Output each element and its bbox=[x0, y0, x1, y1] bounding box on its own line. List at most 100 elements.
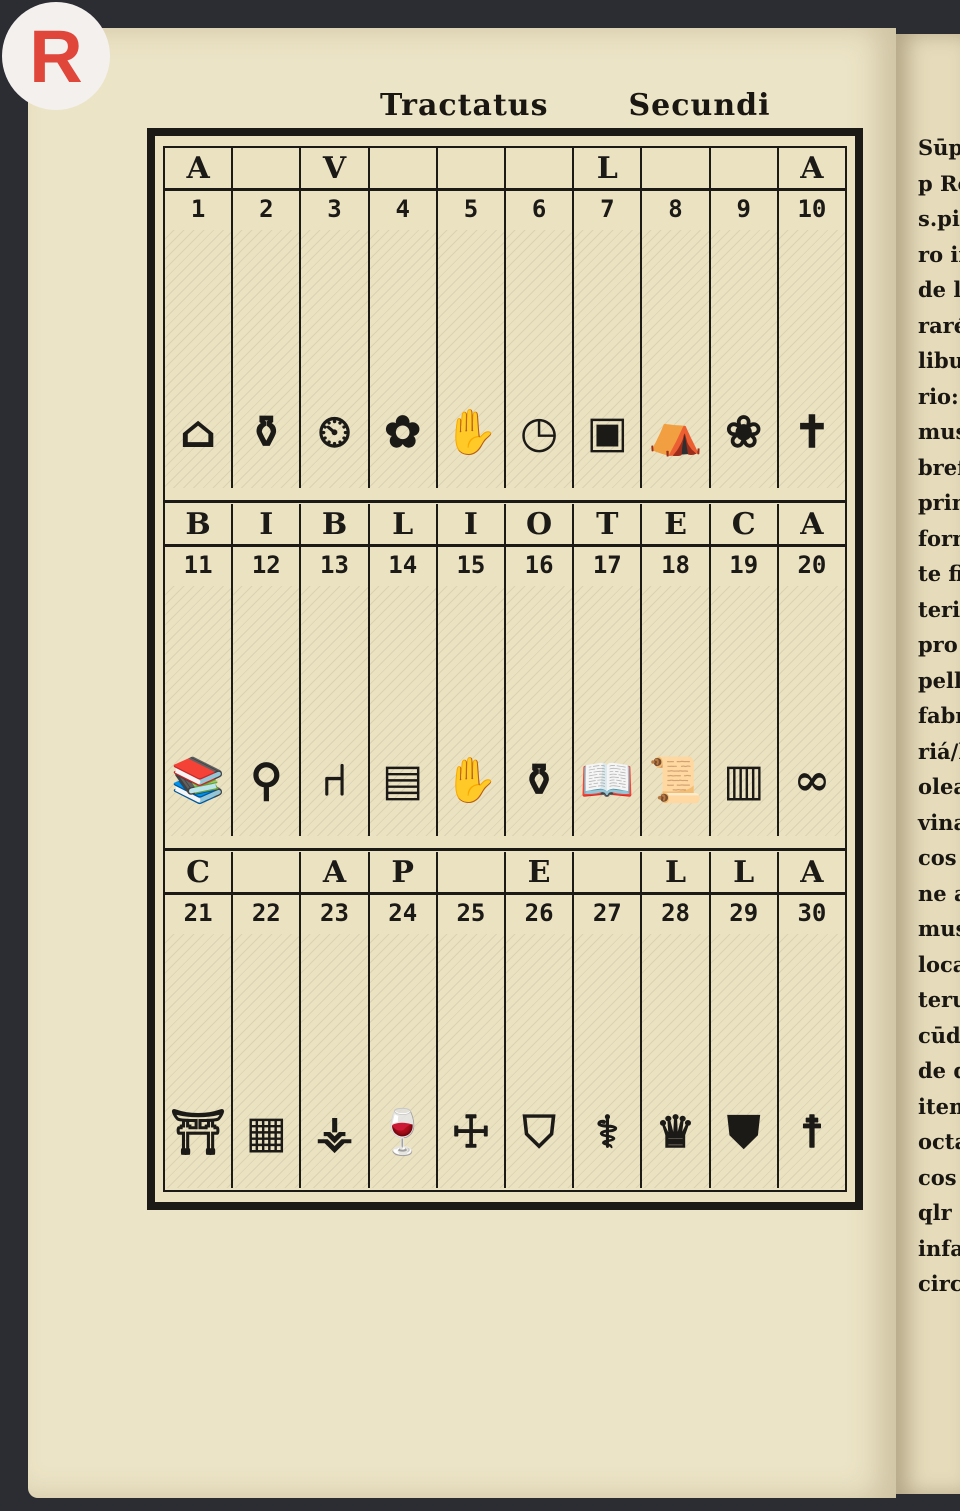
cell-letter: L bbox=[370, 504, 438, 544]
cell-letter: I bbox=[438, 504, 507, 544]
crozier-icon: ⚕ bbox=[574, 934, 643, 1188]
cell-number: 10 bbox=[797, 195, 827, 223]
fruit-basket-icon: ❀ bbox=[710, 230, 779, 488]
text-line: teru bbox=[918, 987, 960, 1012]
cell-letter bbox=[370, 148, 438, 188]
hand-vase-icon: ✋ bbox=[437, 230, 507, 488]
cell-number: 9 bbox=[711, 188, 779, 230]
mitre-icon: ⛉ bbox=[506, 934, 575, 1188]
text-line: cos bbox=[918, 845, 957, 870]
header-word: Tractatus bbox=[380, 88, 549, 123]
cell-number: 19 bbox=[711, 544, 779, 586]
cell-number: 11 bbox=[165, 544, 234, 586]
row-1-pics: ⌂⚱⏲✿✋◷▣⛺❀✝ bbox=[165, 230, 846, 488]
lamp-icon: ⚲ bbox=[233, 586, 302, 836]
hand-icon: ✋ bbox=[437, 586, 507, 836]
flower-pot-icon: ✿ bbox=[369, 230, 438, 488]
text-line: riá/l bbox=[918, 738, 960, 764]
text-line: brefa bbox=[918, 454, 960, 480]
cell-letter: C bbox=[165, 852, 234, 892]
logo-letter: R bbox=[29, 14, 83, 98]
text-line: ne al bbox=[918, 880, 960, 906]
logo: R bbox=[2, 2, 110, 110]
cell-number: 20 bbox=[797, 551, 827, 579]
text-line: rio: bbox=[918, 383, 959, 409]
chasuble-icon: ⛊ bbox=[710, 934, 779, 1188]
cell-letter: L bbox=[711, 852, 779, 892]
text-line: raré s bbox=[918, 312, 960, 338]
cell-number: 30 bbox=[797, 899, 827, 927]
cell-number: 21 bbox=[165, 892, 234, 934]
cell-number: 5 bbox=[438, 188, 507, 230]
text-line: qlr bbox=[918, 1200, 952, 1225]
cell-letter: O bbox=[506, 504, 575, 544]
divider bbox=[165, 892, 845, 895]
cell-number: 25 bbox=[438, 892, 507, 934]
text-line: libus bbox=[918, 348, 960, 373]
cell-letter bbox=[506, 148, 575, 188]
cell-letter: T bbox=[574, 504, 643, 544]
tiara-icon: ♛ bbox=[642, 934, 711, 1188]
cell-letter bbox=[438, 852, 507, 892]
row-3-pics: ⛩▦⚶🍷☩⛉⚕♛⛊☨ bbox=[165, 934, 846, 1188]
cell-number: 26 bbox=[506, 892, 575, 934]
text-line: olear bbox=[918, 774, 960, 799]
text-line: pella bbox=[918, 667, 960, 693]
chair-icon: ⑁ bbox=[301, 586, 370, 836]
text-line: mus. bbox=[918, 419, 960, 444]
cell-letter bbox=[711, 148, 779, 188]
divider bbox=[165, 848, 845, 851]
text-line: mus bbox=[918, 916, 960, 941]
text-line: circ bbox=[918, 1271, 960, 1296]
cell-letter: E bbox=[642, 504, 711, 544]
cell-letter: A bbox=[800, 506, 824, 542]
open-book-icon: 📖 bbox=[574, 586, 643, 836]
ewer-icon: ⚱ bbox=[233, 230, 302, 488]
chalice-icon: 🍷 bbox=[369, 934, 438, 1188]
wall-clock-icon: ◷ bbox=[506, 230, 575, 488]
cell-number: 1 bbox=[165, 188, 234, 230]
cell-letter: L bbox=[574, 148, 643, 188]
inkwell-icon: ⚱ bbox=[506, 586, 575, 836]
cell-letter: A bbox=[301, 852, 370, 892]
cell-letter bbox=[574, 852, 643, 892]
cell-number: 24 bbox=[370, 892, 438, 934]
text-line: te fie bbox=[918, 561, 960, 586]
right-page bbox=[896, 34, 960, 1494]
cell-number: 3 bbox=[301, 188, 370, 230]
cell-letter bbox=[233, 148, 302, 188]
text-line: pro bbox=[918, 632, 958, 657]
cell-letter: L bbox=[642, 852, 711, 892]
text-line: p Ro bbox=[918, 170, 960, 196]
scroll-icon: 📜 bbox=[642, 586, 711, 836]
cell-number: 7 bbox=[574, 188, 643, 230]
cell-letter: A bbox=[800, 854, 824, 890]
censer-icon: ⚶ bbox=[301, 934, 370, 1188]
cell-number: 23 bbox=[301, 892, 370, 934]
text-line: loca bbox=[918, 951, 960, 977]
cell-letter: B bbox=[165, 504, 234, 544]
cell-number: 13 bbox=[301, 544, 370, 586]
cell-letter: V bbox=[301, 148, 370, 188]
cell-letter: B bbox=[301, 504, 370, 544]
cell-number: 28 bbox=[642, 892, 711, 934]
cell-letter: I bbox=[233, 504, 302, 544]
missal-stand-icon: ▦ bbox=[233, 934, 302, 1188]
text-line: de q bbox=[918, 1058, 960, 1083]
text-line: vina bbox=[918, 809, 960, 835]
cell-number: 15 bbox=[438, 544, 507, 586]
text-line: item bbox=[918, 1093, 960, 1119]
lectern-icon: ▤ bbox=[369, 586, 438, 836]
cell-number: 18 bbox=[642, 544, 711, 586]
divider bbox=[165, 500, 845, 503]
